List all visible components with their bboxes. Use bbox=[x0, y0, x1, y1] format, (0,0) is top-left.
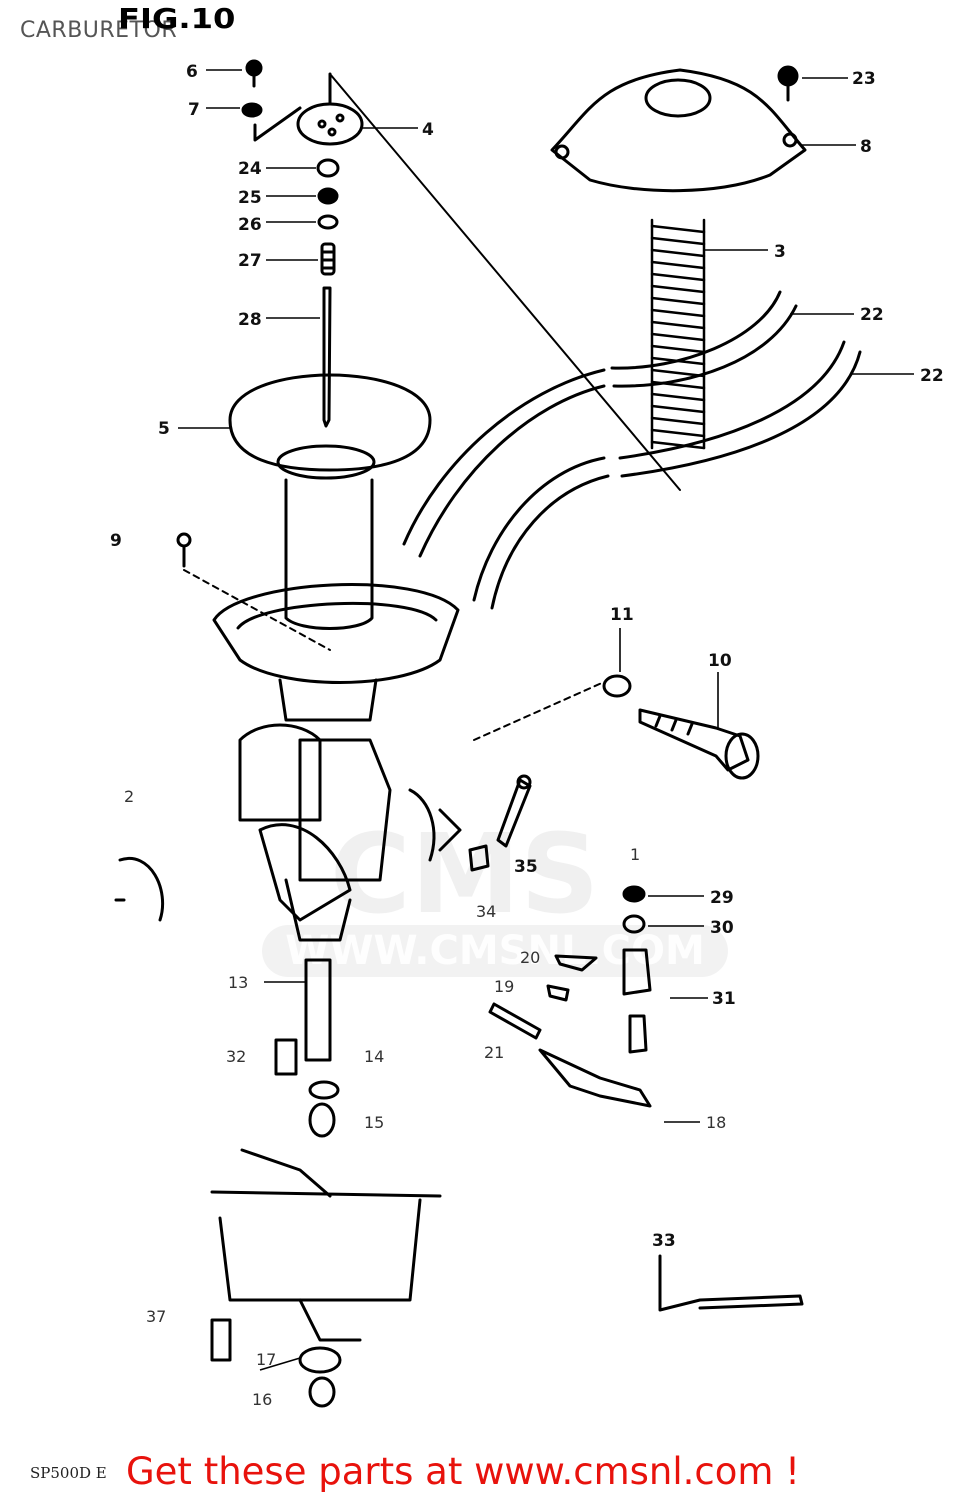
page-title: CARBURETOR bbox=[20, 18, 178, 43]
part-26 bbox=[317, 214, 339, 230]
carburetor-body bbox=[114, 583, 462, 942]
part-23-screw bbox=[777, 65, 799, 102]
callout-3: 3 bbox=[774, 242, 786, 262]
part-31-jet bbox=[622, 948, 652, 1054]
callout-5: 5 bbox=[158, 419, 170, 439]
callout-9: 9 bbox=[110, 531, 122, 551]
callout-10: 10 bbox=[708, 651, 732, 671]
callout-26: 26 bbox=[238, 215, 262, 235]
watermark-logo: CMS bbox=[330, 810, 600, 938]
lower-assembly bbox=[210, 958, 442, 1408]
part-21 bbox=[488, 1002, 542, 1040]
part-35-screw bbox=[496, 774, 532, 848]
part-19 bbox=[546, 984, 570, 1002]
part-10-screw bbox=[638, 708, 760, 780]
part-11-oring bbox=[602, 674, 632, 698]
part-33 bbox=[658, 1254, 804, 1312]
watermark-url: WWW.CMSNL.COM bbox=[262, 925, 728, 977]
part-30 bbox=[622, 914, 646, 934]
callout-6: 6 bbox=[186, 62, 198, 82]
callout-13: 13 bbox=[228, 973, 248, 992]
callout-37: 37 bbox=[146, 1307, 166, 1326]
callout-33: 33 bbox=[652, 1231, 676, 1251]
part-18 bbox=[538, 1048, 652, 1108]
part-22-tube-upper bbox=[402, 290, 798, 558]
callout-19: 19 bbox=[494, 977, 514, 996]
callout-30: 30 bbox=[710, 918, 734, 938]
shop-link[interactable]: Get these parts at www.cmsnl.com ! bbox=[126, 1450, 801, 1493]
part-25 bbox=[317, 187, 339, 205]
callout-1: 1 bbox=[630, 845, 640, 864]
figure-title: FIG.10 bbox=[118, 2, 236, 35]
part-20 bbox=[554, 954, 598, 972]
callout-20: 20 bbox=[520, 948, 540, 967]
callout-7: 7 bbox=[188, 100, 200, 120]
part-8-cap bbox=[550, 68, 807, 193]
callout-22-lower: 22 bbox=[920, 366, 944, 386]
callout-31: 31 bbox=[712, 989, 736, 1009]
part-27-clip bbox=[320, 242, 336, 276]
callout-22-upper: 22 bbox=[860, 305, 884, 325]
callout-16: 16 bbox=[252, 1390, 272, 1409]
callout-15: 15 bbox=[364, 1113, 384, 1132]
callout-27: 27 bbox=[238, 251, 262, 271]
callout-2: 2 bbox=[124, 787, 134, 806]
callout-32: 32 bbox=[226, 1047, 246, 1066]
part-3-spring bbox=[650, 218, 706, 450]
part-5-slide bbox=[228, 373, 432, 630]
part-24 bbox=[316, 158, 340, 178]
part-28-needle bbox=[322, 286, 332, 428]
callout-21: 21 bbox=[484, 1043, 504, 1062]
part-35-spring bbox=[468, 844, 490, 872]
callout-24: 24 bbox=[238, 159, 262, 179]
callout-28: 28 bbox=[238, 310, 262, 330]
callout-35: 35 bbox=[514, 857, 538, 877]
callout-34: 34 bbox=[476, 902, 496, 921]
callout-8: 8 bbox=[860, 137, 872, 157]
callout-18: 18 bbox=[706, 1113, 726, 1132]
model-code: SP500D E bbox=[30, 1464, 107, 1482]
part-4-plate bbox=[296, 102, 364, 146]
callout-17: 17 bbox=[256, 1350, 276, 1369]
callout-23: 23 bbox=[852, 69, 876, 89]
part-7-washer bbox=[241, 102, 263, 118]
part-6-screw bbox=[245, 59, 263, 88]
callout-14: 14 bbox=[364, 1047, 384, 1066]
part-29 bbox=[622, 885, 646, 903]
callout-4: 4 bbox=[422, 120, 434, 140]
callout-25: 25 bbox=[238, 188, 262, 208]
callout-29: 29 bbox=[710, 888, 734, 908]
callout-11: 11 bbox=[610, 605, 634, 625]
part-9-screw bbox=[176, 532, 331, 651]
